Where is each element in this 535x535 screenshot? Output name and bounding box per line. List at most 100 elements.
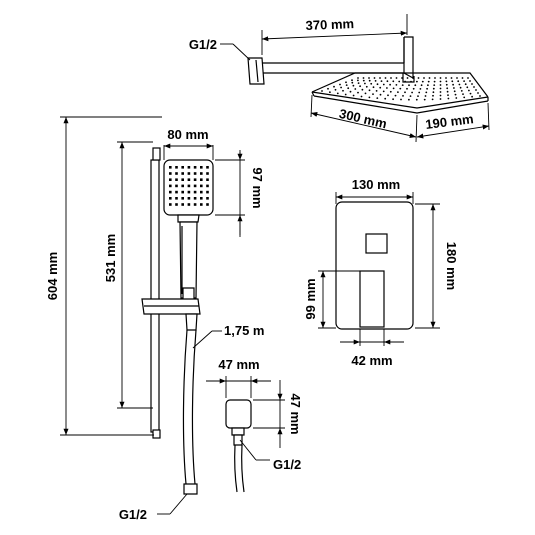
nozzle-dot: [321, 90, 323, 92]
nozzle-dot: [417, 95, 419, 97]
nozzle-dot: [357, 77, 359, 79]
nozzle-dot: [368, 77, 370, 79]
nozzle-dot: [169, 190, 172, 194]
nozzle-dot: [392, 80, 395, 83]
nozzle-dot: [433, 84, 436, 86]
nozzle-dot: [368, 89, 371, 92]
nozzle-dot: [339, 83, 341, 86]
nozzle-dot: [387, 94, 389, 97]
lever-width-dimension: 42 mm: [340, 329, 404, 368]
nozzle-dot: [479, 95, 481, 97]
nozzle-dot: [175, 190, 178, 194]
nozzle-dot: [457, 80, 460, 83]
nozzle-dot: [462, 93, 464, 95]
nozzle-dot: [427, 84, 429, 87]
nozzle-dot: [344, 93, 347, 96]
nozzle-dot: [408, 98, 410, 101]
nozzle-dot: [187, 166, 191, 169]
nozzle-dot: [362, 77, 365, 79]
nozzle-dot: [424, 95, 427, 97]
nozzle-dot: [467, 77, 469, 79]
nozzle-dot: [431, 98, 434, 101]
nozzle-dot: [206, 197, 209, 200]
arm-thread-callout: G1/2: [189, 37, 251, 61]
nozzle-dot: [187, 178, 191, 181]
nozzle-dot: [445, 83, 448, 86]
nozzle-dot: [193, 172, 197, 175]
mixer-width-label: 130 mm: [352, 177, 400, 192]
nozzle-dot: [408, 84, 410, 87]
nozzle-dot: [181, 190, 184, 194]
hose-thread-label: G1/2: [119, 507, 147, 522]
nozzle-dot: [412, 87, 415, 90]
hand-height-label: 97 mm: [250, 167, 265, 208]
nozzle-dot: [351, 79, 353, 82]
nozzle-dot: [206, 178, 209, 181]
nozzle-dot: [370, 82, 373, 85]
nozzle-dot: [466, 86, 469, 89]
nozzle-dot: [395, 77, 398, 79]
nozzle-dot: [410, 80, 412, 83]
hand-width-label: 80 mm: [167, 127, 208, 142]
nozzle-dot: [415, 98, 418, 101]
wall-elbow: 47 mm 47 mm G1/2: [206, 357, 303, 493]
arm-length-label: 370 mm: [305, 16, 354, 33]
hose: [182, 329, 198, 495]
elbow-thread-callout: G1/2: [239, 439, 301, 472]
nozzle-dot: [181, 184, 184, 188]
nozzle-dot: [327, 87, 329, 90]
nozzle-dot: [175, 166, 178, 169]
lever-height-dimension: 99 mm: [303, 270, 360, 329]
nozzle-dot: [418, 91, 421, 94]
nozzle-dot: [193, 184, 197, 188]
nozzle-dot: [351, 81, 354, 84]
nozzle-dot: [447, 94, 449, 96]
head-depth-dimension: 190 mm: [416, 102, 490, 139]
nozzle-dot: [411, 91, 413, 94]
hose-length-label: 1,75 m: [224, 323, 264, 338]
nozzle-dot: [386, 87, 388, 89]
nozzle-dot: [477, 92, 479, 94]
nozzle-dot: [187, 190, 191, 194]
nozzle-dot: [384, 97, 387, 100]
nozzle-dot: [460, 90, 463, 92]
nozzle-dot: [376, 83, 379, 86]
nozzle-dot: [342, 89, 344, 92]
nozzle-dot: [380, 80, 383, 82]
nozzle-dot: [382, 90, 385, 93]
nozzle-dot: [193, 166, 197, 169]
nozzle-dot: [471, 95, 473, 98]
nozzle-dot: [446, 90, 449, 93]
nozzle-dot: [200, 197, 203, 200]
nozzle-dot: [357, 79, 359, 82]
nozzle-dot: [354, 88, 357, 90]
overhead-shower: 370 mm G1/2 300 mm 190 mm: [189, 14, 490, 143]
mixer-width-dimension: 130 mm: [335, 177, 414, 204]
nozzle-dot: [206, 184, 209, 188]
hand-width-dimension: 80 mm: [163, 127, 214, 160]
hose-thread-callout: G1/2: [119, 493, 188, 522]
nozzle-dot: [421, 80, 424, 83]
elbow-thread-label: G1/2: [273, 457, 301, 472]
nozzle-dot: [401, 77, 403, 79]
nozzle-dot: [181, 172, 184, 175]
nozzle-dot: [473, 86, 475, 88]
nozzle-dot: [352, 84, 355, 87]
nozzle-dot: [464, 83, 467, 86]
nozzle-dot: [347, 87, 350, 90]
nozzle-dot: [426, 87, 428, 90]
nozzle-dot: [445, 77, 447, 79]
head-width-label: 300 mm: [338, 106, 389, 132]
nozzle-dot: [454, 93, 457, 96]
mixer-height-dimension: 180 mm: [415, 203, 459, 329]
nozzle-dot: [439, 84, 442, 86]
nozzle-dot: [365, 85, 368, 88]
nozzle-dot: [362, 79, 365, 82]
concealed-mixer: 130 mm 180 mm 99 mm 42 mm: [303, 177, 459, 368]
elbow-width-label: 47 mm: [218, 357, 259, 372]
nozzle-dot: [468, 89, 470, 92]
nozzle-dot: [456, 77, 458, 79]
nozzle-dot: [364, 82, 366, 85]
bar-height-label: 604 mm: [45, 252, 60, 300]
